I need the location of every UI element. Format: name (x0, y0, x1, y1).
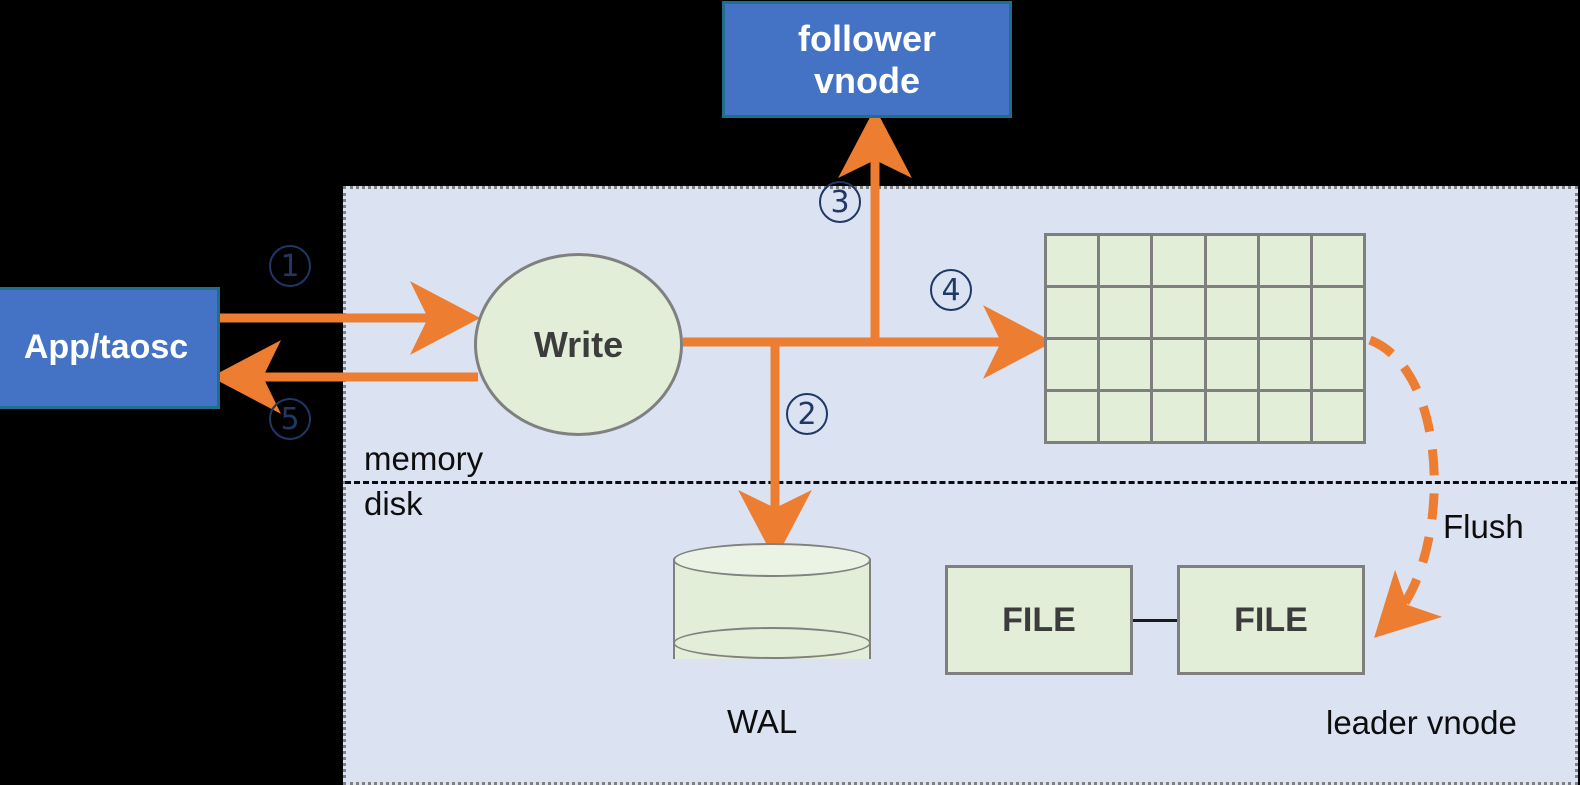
file-box-2[interactable]: FILE (1177, 565, 1365, 675)
app-taosc-box[interactable]: App/taosc (0, 287, 220, 409)
memtable-cell (1100, 288, 1151, 337)
flush-label: Flush (1443, 508, 1524, 545)
memtable-cell (1153, 236, 1204, 285)
memtable-cell (1153, 340, 1204, 389)
memtable-cell (1047, 288, 1098, 337)
memtable-cell (1206, 340, 1257, 389)
memtable-cell (1206, 288, 1257, 337)
step-marker-3: 3 (819, 181, 861, 223)
app-taosc-label: App/taosc (23, 328, 189, 367)
memtable-cell (1259, 288, 1310, 337)
step-marker-2: 2 (786, 393, 828, 435)
wal-label: WAL (727, 703, 798, 740)
memtable-cell (1047, 236, 1098, 285)
step-marker-1: 1 (269, 245, 311, 287)
wal-cylinder[interactable] (673, 543, 871, 675)
arrow-flush-memtable-to-file (1368, 335, 1443, 638)
memtable-cell (1206, 392, 1257, 441)
memtable-cell (1100, 392, 1151, 441)
wal-cylinder-bottom (673, 627, 871, 659)
file-box-1[interactable]: FILE (945, 565, 1133, 675)
memory-disk-divider (345, 481, 1576, 484)
memory-label: memory (364, 440, 484, 477)
file-box-2-label: FILE (1234, 600, 1308, 639)
memtable-cell (1100, 340, 1151, 389)
memtable-cell (1206, 236, 1257, 285)
memtable-cell (1259, 392, 1310, 441)
follower-vnode-label-line1: follower (797, 18, 936, 60)
wal-cylinder-top (673, 543, 871, 577)
step-marker-5: 5 (269, 398, 311, 440)
memtable-cell (1312, 392, 1363, 441)
memtable-grid[interactable] (1044, 233, 1366, 444)
memtable-cell (1312, 340, 1363, 389)
memtable-cell (1259, 340, 1310, 389)
write-node-label: Write (533, 323, 624, 365)
memtable-cell (1153, 392, 1204, 441)
follower-vnode-label-line2: vnode (813, 59, 920, 101)
memtable-cell (1100, 236, 1151, 285)
step-marker-4: 4 (930, 269, 972, 311)
follower-vnode-box[interactable]: follower vnode (722, 1, 1012, 118)
memtable-cell (1259, 236, 1310, 285)
memtable-cell (1047, 392, 1098, 441)
leader-vnode-label: leader vnode (1326, 704, 1517, 741)
memtable-cell (1153, 288, 1204, 337)
memtable-cell (1312, 288, 1363, 337)
file-box-1-label: FILE (1002, 600, 1076, 639)
memtable-cell (1047, 340, 1098, 389)
memtable-cell (1312, 236, 1363, 285)
write-node[interactable]: Write (474, 253, 683, 436)
disk-label: disk (364, 485, 423, 522)
file-connector-line (1133, 619, 1177, 622)
